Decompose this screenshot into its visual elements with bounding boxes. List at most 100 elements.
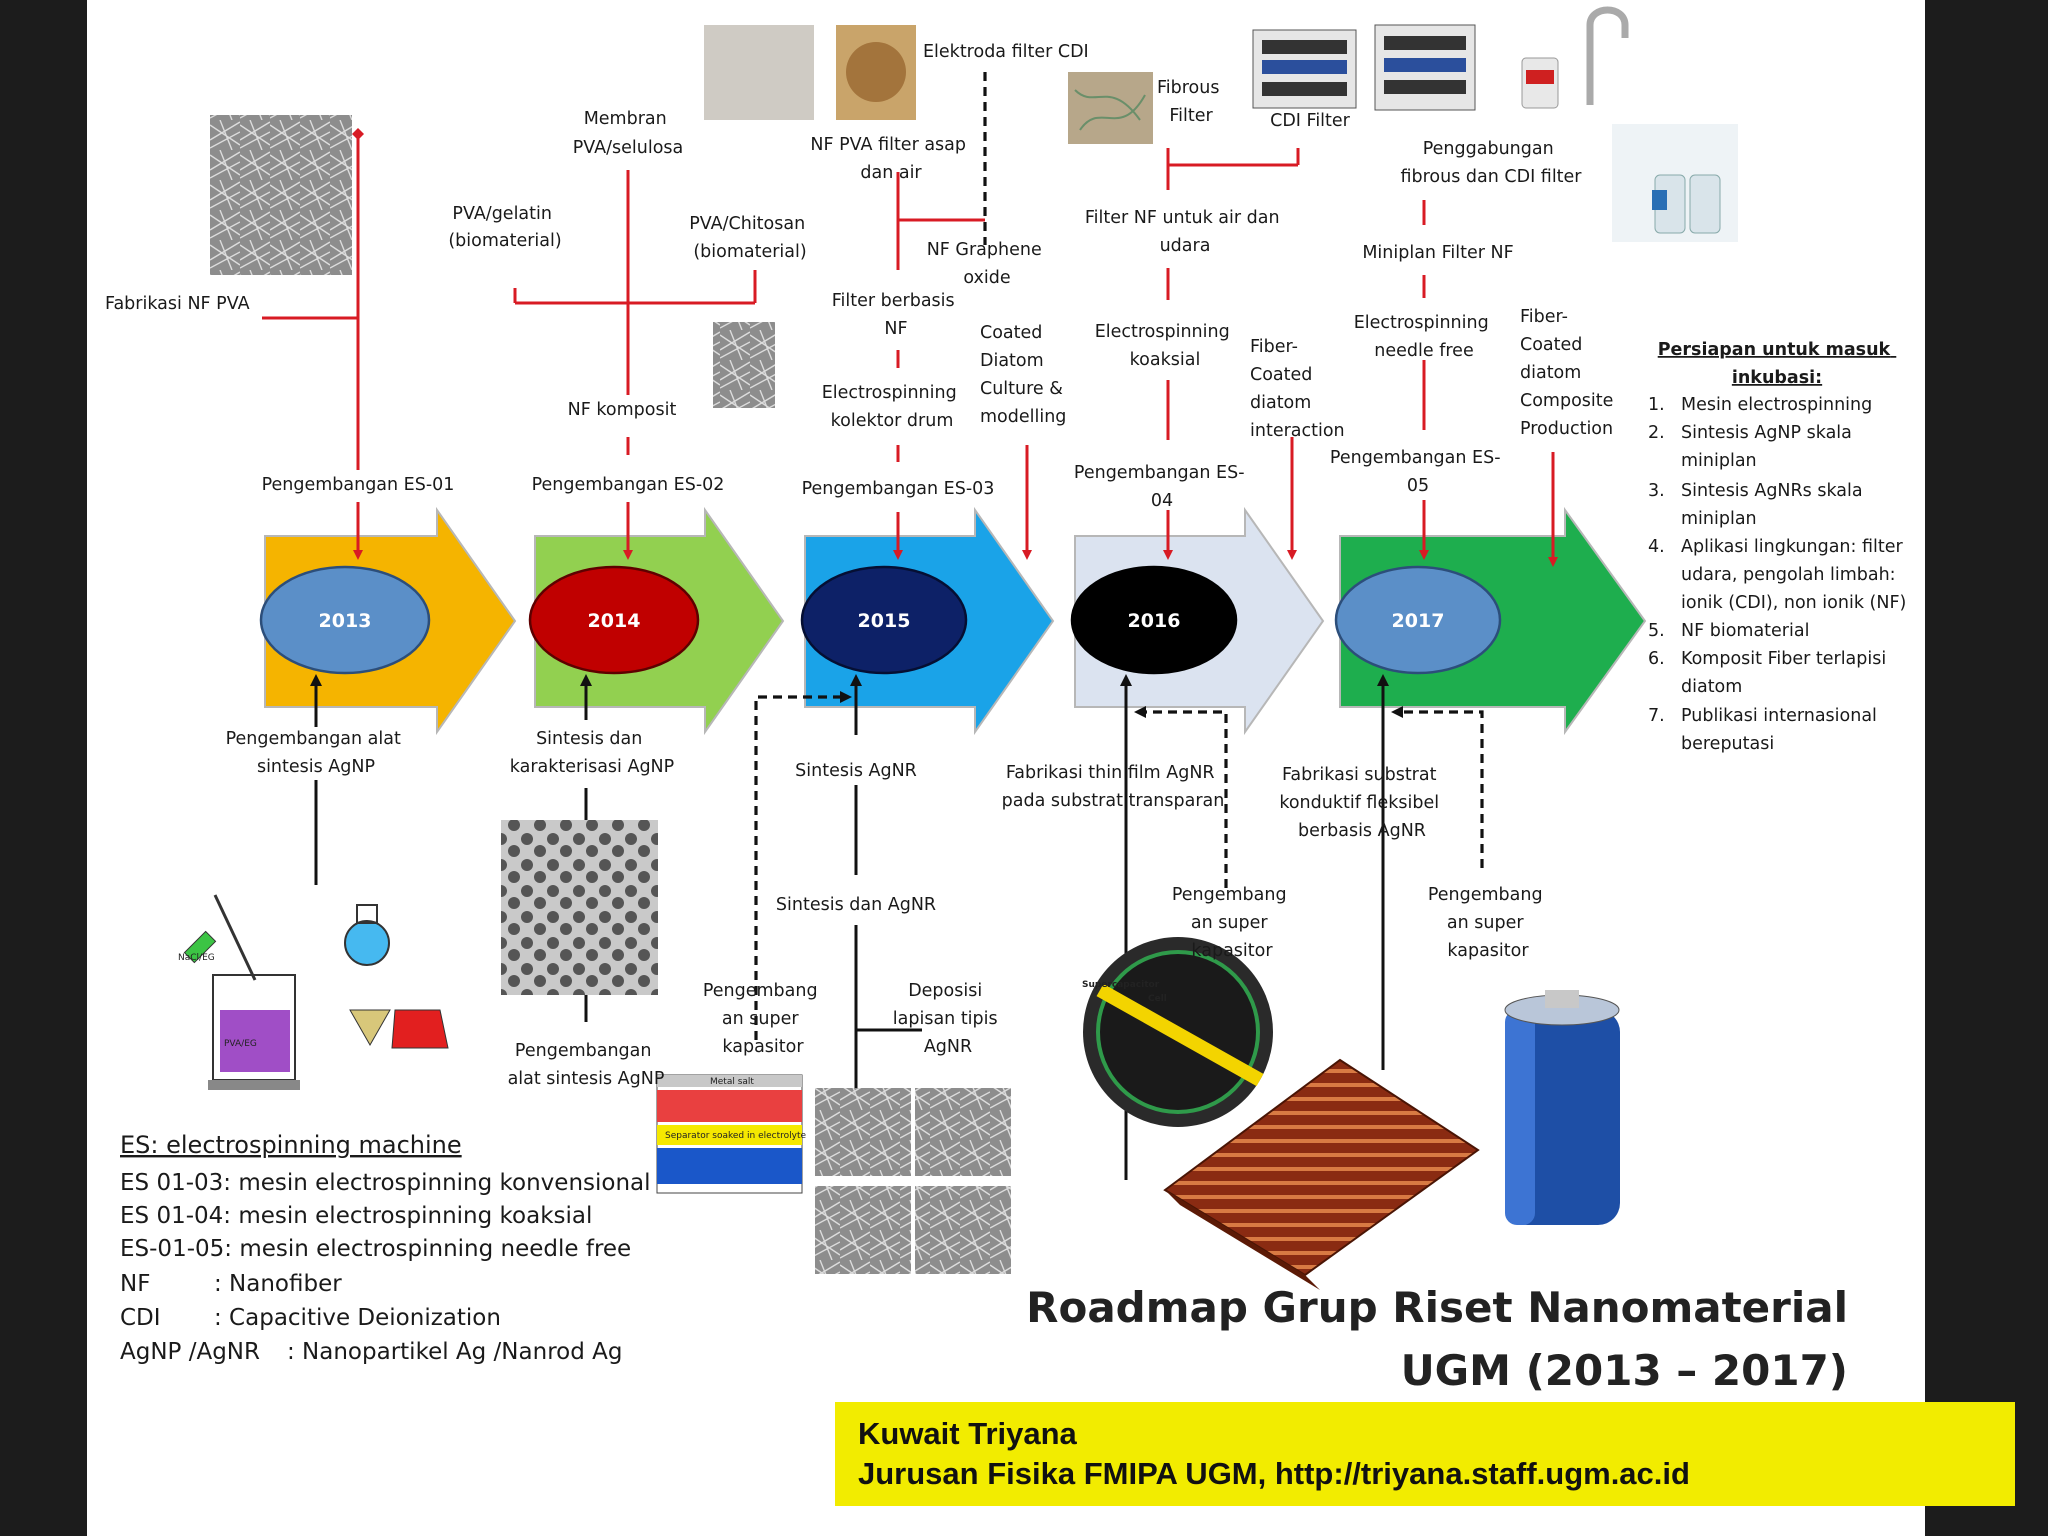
metal-salt-label: Metal salt — [710, 1077, 754, 1087]
faucet-filter-photo — [1521, 6, 1629, 109]
svg-text:7.: 7. — [1648, 706, 1665, 726]
top-labels: Fabrikasi NF PVA Pengembangan ES-01 PVA/… — [105, 42, 1619, 511]
svg-text:4.: 4. — [1648, 537, 1665, 557]
label-sintesis-karakterisasi: Sintesis dan karakterisasi AgNP — [510, 729, 674, 777]
flexible-film-photo — [1163, 1058, 1480, 1290]
cdi-filter-diagram-2 — [1374, 24, 1476, 111]
label-es01: Pengembangan ES-01 — [262, 475, 455, 495]
label-fibrous-filter: Fibrous Filter — [1157, 78, 1225, 126]
inkubasi-list: Persiapan untuk masuk inkubasi: 1. Mesin… — [1648, 340, 1906, 754]
label-nf-komposit: NF komposit — [568, 400, 677, 420]
label-es05: Pengembangan ES- 05 — [1330, 448, 1506, 496]
agnp-synthesis-illustration: NaCl/EG PVA/EG — [178, 894, 449, 1090]
inkubasi-item-5: 5. NF biomaterial — [1648, 621, 1809, 641]
label-alat-agnp: Pengembangan alat sintesis AgNP — [226, 729, 407, 777]
year-label-2016: 2016 — [1128, 610, 1181, 632]
svg-text:Mesin electrospinning: Mesin electrospinning — [1681, 395, 1872, 415]
svg-text:PVA/EG: PVA/EG — [224, 1039, 257, 1049]
label-substrat-konduktif: Fabrikasi substrat konduktif fleksibel b… — [1279, 765, 1444, 841]
label-es-koaksial: Electrospinning koaksial — [1095, 322, 1236, 370]
label-miniplan: Miniplan Filter NF — [1362, 243, 1513, 263]
label-filter-nf-air: Filter NF untuk air dan udara — [1085, 208, 1285, 256]
inkubasi-heading: Persiapan untuk masuk inkubasi: — [1658, 340, 1897, 388]
year-ellipse-2017 — [1334, 565, 1502, 675]
sem-nf-komposit-image — [713, 322, 775, 408]
separator-label: Separator soaked in electrolyte — [665, 1131, 806, 1141]
legend-term-cdi: CDI — [120, 1305, 161, 1331]
photo-fibrous-filter — [1068, 72, 1153, 144]
label-membran: Membran PVA/selulosa — [573, 109, 684, 158]
roadmap-title-line-2: UGM (2013 – 2017) — [1401, 1346, 1848, 1395]
legend-def-agnp: : Nanopartikel Ag /Nanrod Ag — [287, 1339, 622, 1365]
year-ellipse-2016 — [1070, 565, 1238, 675]
year-label-2015: 2015 — [858, 610, 911, 632]
bottom-labels: Pengembangan alat sintesis AgNP Sintesis… — [226, 729, 1548, 1089]
label-pva-gelatin: PVA/gelatin (biomaterial) — [448, 204, 561, 251]
label-nf-pva-filter: NF PVA filter asap dan air — [810, 135, 971, 183]
timeline: 2013 2014 2015 2016 2017 — [259, 506, 1647, 736]
svg-text:2.: 2. — [1648, 423, 1665, 443]
legend-row-3: ES-01-05: mesin electrospinning needle f… — [120, 1236, 631, 1262]
label-super-kapasitor-1: Pengembang an super kapasitor — [703, 981, 823, 1057]
year-label-2014: 2014 — [588, 610, 641, 632]
label-pengembangan-alat-2: Pengembangan alat sintesis AgNP — [508, 1041, 665, 1089]
legend-row-2: ES 01-04: mesin electrospinning koaksial — [120, 1203, 592, 1229]
sem-nf-pva-image — [210, 115, 352, 275]
author-name: Kuwait Triyana — [858, 1416, 1077, 1451]
inkubasi-item-1: 1. Mesin electrospinning — [1648, 395, 1872, 415]
svg-text:NaCl/EG: NaCl/EG — [178, 953, 215, 963]
label-elektroda: Elektroda filter CDI — [923, 42, 1089, 62]
legend: ES: electrospinning machine ES 01-03: me… — [120, 1131, 651, 1365]
legend-def-nf: : Nanofiber — [214, 1271, 342, 1297]
author-footer: Kuwait Triyana Jurusan Fisika FMIPA UGM,… — [835, 1402, 2015, 1506]
top-connectors — [262, 128, 1558, 567]
legend-heading: ES: electrospinning machine — [120, 1131, 462, 1159]
label-es04: Pengembangan ES- 04 — [1074, 463, 1250, 511]
label-sintesis-agnr: Sintesis AgNR — [795, 761, 917, 781]
svg-text:3.: 3. — [1648, 481, 1665, 501]
cdi-filter-diagram-1 — [1252, 29, 1357, 109]
legend-def-cdi: : Capacitive Deionization — [214, 1305, 501, 1331]
label-es-kolektor: Electrospinning kolektor drum — [822, 383, 963, 431]
label-penggabungan: Penggabungan fibrous dan CDI filter — [1400, 139, 1582, 187]
tem-agnp-image — [501, 820, 658, 995]
sem-agnr-images — [815, 1088, 1011, 1274]
label-es-needle: Electrospinning needle free — [1354, 313, 1495, 361]
author-affiliation: Jurusan Fisika FMIPA UGM, http://triyana… — [858, 1456, 1690, 1491]
label-nf-graphene: NF Graphene oxide — [927, 240, 1048, 288]
label-fabrikasi-nf-pva: Fabrikasi NF PVA — [105, 294, 250, 314]
roadmap-title-line-1: Roadmap Grup Riset Nanomaterial — [1026, 1283, 1848, 1332]
legend-row-1: ES 01-03: mesin electrospinning konvensi… — [120, 1170, 651, 1196]
supercapacitor-cell-photo: Supercapacitor Cell — [1082, 937, 1273, 1127]
svg-text:1.: 1. — [1648, 395, 1665, 415]
year-ellipse-2015 — [800, 565, 968, 675]
water-purifier-photo — [1612, 124, 1738, 242]
slide — [87, 0, 1925, 1536]
supercapacitor-cylinder-photo — [1504, 990, 1620, 1225]
label-pva-chitosan: PVA/Chitosan (biomaterial) — [689, 214, 811, 262]
label-thin-film: Fabrikasi thin film AgNR pada substrat t… — [1002, 763, 1225, 811]
label-sintesis-dan-agnr: Sintesis dan AgNR — [776, 895, 936, 915]
photo-filter-white — [704, 25, 814, 120]
supercap-cell-label: Supercapacitor Cell — [1082, 980, 1167, 1004]
label-super-kapasitor-3: Pengembang an super kapasitor — [1428, 885, 1548, 961]
year-ellipse-2013 — [259, 565, 431, 675]
label-es02: Pengembangan ES-02 — [532, 475, 725, 495]
svg-text:5.: 5. — [1648, 621, 1665, 641]
label-deposisi: Deposisi lapisan tipis AgNR — [893, 981, 1003, 1057]
svg-text:6.: 6. — [1648, 649, 1665, 669]
year-ellipse-2014 — [528, 565, 700, 675]
label-fiber-coated-composite: Fiber- Coated diatom Composite Productio… — [1520, 307, 1619, 439]
year-label-2017: 2017 — [1392, 610, 1445, 632]
legend-term-nf: NF — [120, 1271, 150, 1297]
supercap-layer-diagram: Metal salt Separator soaked in electroly… — [656, 1074, 806, 1194]
